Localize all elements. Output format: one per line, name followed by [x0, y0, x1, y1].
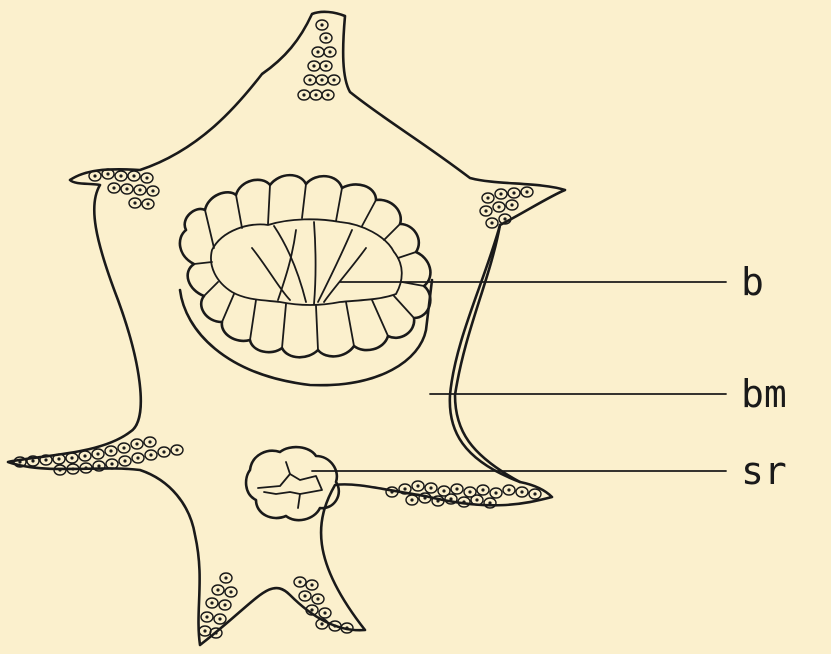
membrane-line — [450, 225, 520, 482]
small-sphere-crease-2 — [298, 494, 300, 508]
label-bm: bm — [741, 372, 787, 416]
small-sphere-inner — [258, 474, 322, 494]
arm-cells-bottom-left — [199, 573, 237, 638]
small-sphere-crease-1 — [286, 462, 290, 474]
disc-rim-inner — [211, 219, 402, 305]
disc-rim-outer — [180, 175, 431, 357]
disc-fibers — [252, 222, 366, 304]
arm-cells-left-upper — [89, 169, 159, 209]
disc-segments — [194, 184, 424, 350]
arm-cells-bottom-right — [294, 577, 353, 633]
small-sphere — [246, 447, 339, 520]
arm-cells-top — [298, 20, 340, 100]
label-b: b — [741, 260, 764, 304]
body-outline — [8, 12, 565, 645]
label-sr: sr — [741, 449, 787, 493]
